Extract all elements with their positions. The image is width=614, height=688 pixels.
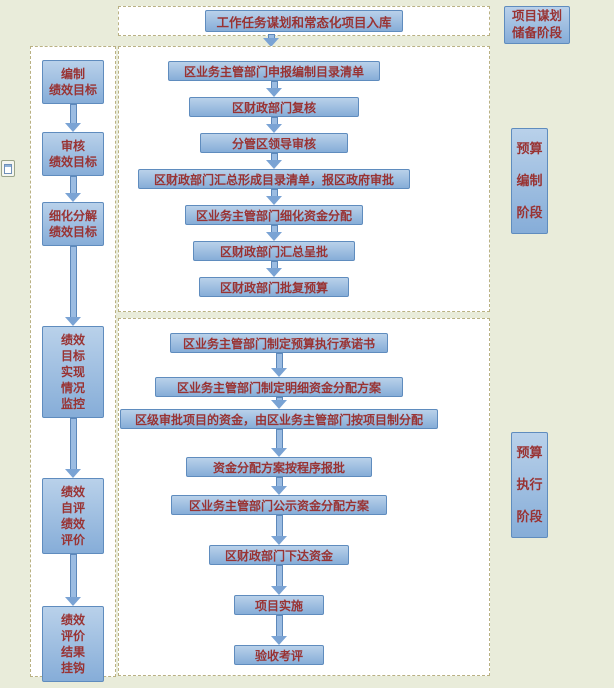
arrow-head xyxy=(266,124,282,133)
arrow-head xyxy=(271,586,287,595)
arrow-head xyxy=(266,232,282,241)
performance-track-panel: 编制 绩效目标 审核 绩效目标 细化分解 绩效目标 绩效 目标 实现 情况 监控… xyxy=(30,46,116,682)
flow-step: 区财政部门复核 xyxy=(189,97,359,117)
arrow-head xyxy=(271,448,287,457)
flow-step: 区业务主管部门公示资金分配方案 xyxy=(171,495,387,515)
flow-step: 验收考评 xyxy=(234,645,324,665)
down-arrow xyxy=(266,225,282,241)
arrow-head xyxy=(65,469,81,478)
down-arrow xyxy=(266,189,282,205)
down-arrow xyxy=(271,477,287,495)
flow-step: 区业务主管部门细化资金分配 xyxy=(185,205,363,225)
down-arrow xyxy=(65,554,81,606)
flow-step: 项目实施 xyxy=(234,595,324,615)
arrow-stem xyxy=(275,515,283,536)
down-arrow xyxy=(271,353,287,377)
flow-step: 编制 绩效目标 xyxy=(42,60,104,104)
arrow-stem xyxy=(69,246,77,317)
arrow-stem xyxy=(267,34,275,38)
arrow-stem xyxy=(275,565,283,586)
arrow-stem xyxy=(275,397,283,400)
down-arrow xyxy=(65,176,81,202)
arrow-stem xyxy=(275,477,283,486)
flow-step: 绩效 评价 结果 挂钩 xyxy=(42,606,104,682)
down-arrow xyxy=(271,397,287,409)
flow-step: 绩效 目标 实现 情况 监控 xyxy=(42,326,104,418)
top-flow-title: 工作任务谋划和常态化项目入库 xyxy=(205,10,403,32)
flow-step: 区业务主管部门制定预算执行承诺书 xyxy=(170,333,388,353)
arrow-stem xyxy=(270,81,278,88)
flow-step: 审核 绩效目标 xyxy=(42,132,104,176)
flow-step: 区业务主管部门制定明细资金分配方案 xyxy=(155,377,403,397)
arrow-head xyxy=(271,486,287,495)
arrow-stem xyxy=(270,153,278,160)
down-arrow xyxy=(271,615,287,645)
down-arrow xyxy=(271,565,287,595)
arrow-stem xyxy=(270,261,278,268)
stage-badge-planning: 项目谋划 储备阶段 xyxy=(504,6,570,44)
flow-step: 细化分解 绩效目标 xyxy=(42,202,104,246)
arrow-head xyxy=(65,123,81,132)
flow-step: 分管区领导审核 xyxy=(200,133,348,153)
down-arrow xyxy=(266,153,282,169)
arrow-stem xyxy=(270,117,278,124)
arrow-head xyxy=(65,597,81,606)
stage-badge-execution: 预算 执行 阶段 xyxy=(511,432,548,538)
arrow-head xyxy=(65,193,81,202)
arrow-stem xyxy=(69,418,77,469)
stage-badge-compilation: 预算 编制 阶段 xyxy=(511,128,548,234)
arrow-stem xyxy=(270,189,278,196)
arrow-head xyxy=(266,160,282,169)
budget-execution-panel: 区业务主管部门制定预算执行承诺书 区业务主管部门制定明细资金分配方案 区级审批项… xyxy=(118,318,490,676)
arrow-stem xyxy=(275,353,283,368)
flow-step: 区财政部门下达资金 xyxy=(209,545,349,565)
flow-step: 区财政部门汇总呈批 xyxy=(193,241,355,261)
flow-step: 区财政部门批复预算 xyxy=(199,277,349,297)
down-arrow xyxy=(65,104,81,132)
arrow-stem xyxy=(270,225,278,232)
arrow-head xyxy=(65,317,81,326)
arrow-stem xyxy=(69,554,77,597)
arrow-head xyxy=(266,268,282,277)
arrow-head xyxy=(271,636,287,645)
arrow-stem xyxy=(69,176,77,193)
arrow-head xyxy=(263,38,279,47)
budget-compilation-panel: 区业务主管部门申报编制目录清单 区财政部门复核 分管区领导审核 区财政部门汇总形… xyxy=(118,46,490,312)
down-arrow xyxy=(266,261,282,277)
flow-step: 区级审批项目的资金，由区业务主管部门按项目制分配 xyxy=(120,409,438,429)
flow-step: 绩效 自评 绩效 评价 xyxy=(42,478,104,554)
arrow-head xyxy=(266,88,282,97)
down-arrow xyxy=(266,81,282,97)
arrow-stem xyxy=(69,104,77,123)
arrow-head xyxy=(271,400,287,409)
arrow-stem xyxy=(275,429,283,448)
arrow-head xyxy=(266,196,282,205)
clipboard-glyph xyxy=(4,163,12,174)
clipboard-icon[interactable] xyxy=(1,160,15,177)
flow-step: 资金分配方案按程序报批 xyxy=(186,457,372,477)
down-arrow xyxy=(271,515,287,545)
flow-step: 区业务主管部门申报编制目录清单 xyxy=(168,61,380,81)
down-arrow xyxy=(271,429,287,457)
arrow-head xyxy=(271,536,287,545)
down-arrow xyxy=(65,246,81,326)
down-arrow xyxy=(65,418,81,478)
top-panel: 工作任务谋划和常态化项目入库 xyxy=(118,6,490,36)
down-arrow xyxy=(263,34,279,47)
down-arrow xyxy=(266,117,282,133)
flow-step: 区财政部门汇总形成目录清单，报区政府审批 xyxy=(138,169,410,189)
arrow-stem xyxy=(275,615,283,636)
arrow-head xyxy=(271,368,287,377)
